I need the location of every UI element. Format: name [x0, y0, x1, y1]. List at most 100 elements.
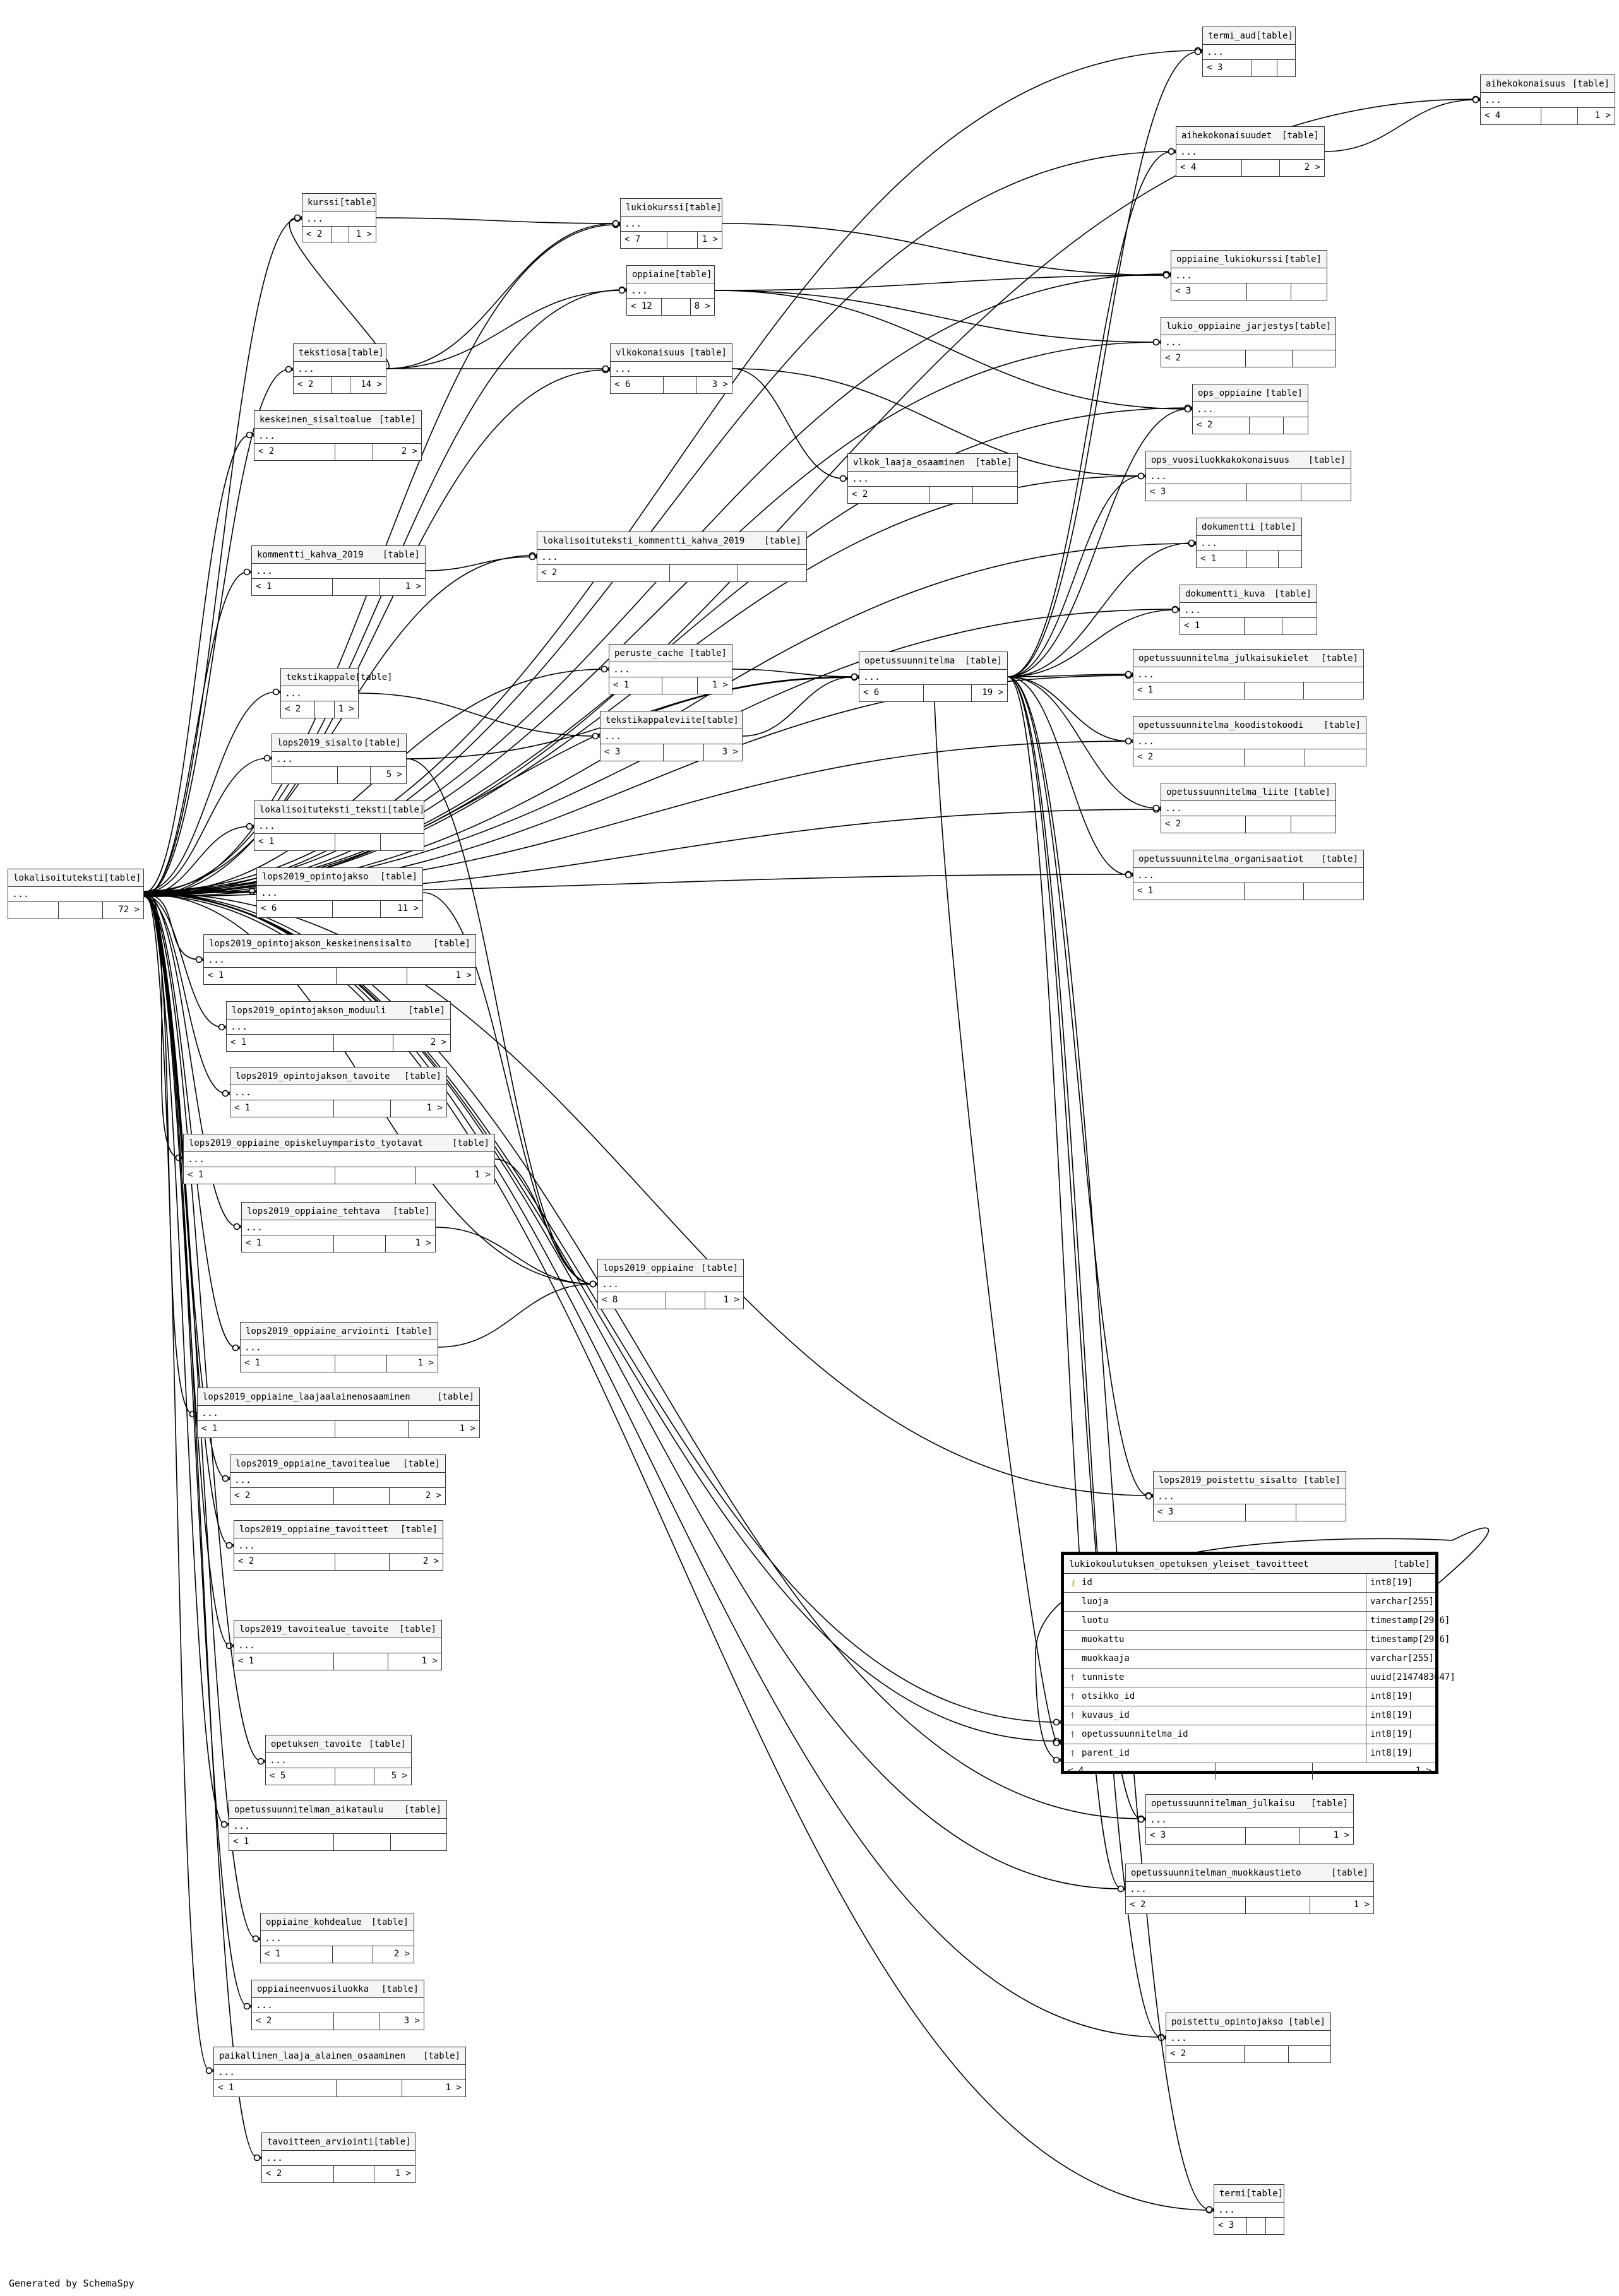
table-name[interactable]: oppiaine_kohdealue [266, 1917, 362, 1927]
children-count[interactable]: 1 > [723, 1295, 739, 1305]
children-count[interactable]: 2 > [1304, 162, 1320, 172]
table-dokumentti[interactable]: dokumentti[table]...< 1 [1196, 518, 1302, 568]
children-count[interactable]: 1 > [474, 1170, 491, 1180]
table-opetussuunnitelma-julkaisukielet[interactable]: opetussuunnitelma_julkaisukielet[table].… [1133, 649, 1364, 699]
table-lops2019-opintojakson-moduuli[interactable]: lops2019_opintojakson_moduuli[table]...<… [226, 1001, 451, 1052]
children-count[interactable]: 72 > [118, 905, 140, 915]
children-count[interactable]: 5 > [391, 1771, 407, 1781]
table-lops2019-oppiaine-arviointi[interactable]: lops2019_oppiaine_arviointi[table]...< 1… [240, 1322, 438, 1372]
table-opetussuunnitelma-koodistokoodi[interactable]: opetussuunnitelma_koodistokoodi[table]..… [1133, 716, 1366, 766]
table-name[interactable]: lukiokurssi [626, 202, 684, 213]
table-name[interactable]: ops_vuosiluokkakokonaisuus [1151, 455, 1290, 465]
table-name[interactable]: lukio_oppiaine_jarjestys [1166, 321, 1294, 331]
table-name[interactable]: tekstikappale [286, 672, 355, 682]
table-name[interactable]: kommentti_kahva_2019 [257, 549, 364, 560]
table-lops2019-poistettu-sisalto[interactable]: lops2019_poistettu_sisalto[table]...< 3 [1153, 1471, 1346, 1521]
table-paikallinen-laaja-alainen-osaaminen[interactable]: paikallinen_laaja_alainen_osaaminen[tabl… [213, 2047, 466, 2097]
parents-count[interactable]: < 5 [266, 1768, 335, 1785]
table-name[interactable]: opetussuunnitelma_organisaatiot [1138, 854, 1304, 864]
children-count[interactable]: 1 > [455, 970, 472, 980]
parents-count[interactable]: < 2 [230, 1488, 334, 1504]
table-lops2019-opintojakson-tavoite[interactable]: lops2019_opintojakson_tavoite[table]...<… [230, 1067, 447, 1117]
children-count[interactable] [973, 487, 1017, 503]
table-termi[interactable]: termi[table]...< 3 [1214, 2184, 1284, 2235]
table-lops2019-tavoitealue-tavoite[interactable]: lops2019_tavoitealue_tavoite[table]...< … [234, 1620, 442, 1670]
children-count[interactable]: 2 > [430, 1037, 446, 1047]
table-name[interactable]: lukiokoulutuksen_opetuksen_yleiset_tavoi… [1069, 1559, 1309, 1569]
children-count[interactable]: 1 > [459, 1424, 475, 1434]
table-name[interactable]: oppiaine [632, 269, 675, 280]
table-opetussuunnitelma-liite[interactable]: opetussuunnitelma_liite[table]...< 2 [1161, 783, 1336, 833]
children-count[interactable] [1277, 60, 1295, 76]
parents-count[interactable]: < 3 [1146, 1828, 1246, 1844]
children-count[interactable]: 3 > [403, 2016, 420, 2026]
children-count[interactable]: 5 > [386, 770, 402, 780]
children-count[interactable]: 14 > [361, 379, 382, 390]
parents-count[interactable]: < 1 [229, 1834, 334, 1850]
parents-count[interactable]: < 1 [184, 1167, 335, 1184]
parents-count[interactable]: < 3 [1214, 2218, 1247, 2234]
parents-count[interactable]: < 3 [1203, 60, 1252, 76]
table-name[interactable]: termi_aud [1208, 30, 1256, 41]
children-count[interactable] [1279, 551, 1301, 568]
table-opetussuunnitelman-muokkaustieto[interactable]: opetussuunnitelman_muokkaustieto[table].… [1125, 1864, 1374, 1914]
parents-count[interactable]: < 4 [1064, 1763, 1216, 1780]
table-lokalisoituteksti[interactable]: lokalisoituteksti[table]...72 > [8, 869, 144, 919]
table-name[interactable]: kurssi [308, 197, 340, 208]
children-count[interactable] [1304, 883, 1363, 900]
parents-count[interactable]: < 2 [294, 377, 332, 393]
table-ops-oppiaine[interactable]: ops_oppiaine[table]...< 2 [1192, 384, 1308, 434]
table-opetussuunnitelma-organisaatiot[interactable]: opetussuunnitelma_organisaatiot[table]..… [1133, 850, 1364, 900]
parents-count[interactable]: < 6 [257, 901, 333, 917]
parents-count[interactable]: < 6 [611, 377, 664, 393]
parents-count[interactable]: < 8 [598, 1292, 666, 1309]
table-name[interactable]: lops2019_oppiaine_opiskeluymparisto_tyot… [189, 1138, 423, 1148]
parents-count[interactable] [272, 767, 338, 783]
children-count[interactable]: 1 > [405, 581, 421, 592]
table-opetussuunnitelman-aikataulu[interactable]: opetussuunnitelman_aikataulu[table]...< … [229, 1800, 447, 1851]
parents-count[interactable]: < 1 [242, 1235, 334, 1252]
table-name[interactable]: termi [1219, 2188, 1246, 2199]
parents-count[interactable]: < 3 [1171, 283, 1247, 300]
table-lops2019-oppiaine-tavoitteet[interactable]: lops2019_oppiaine_tavoitteet[table]...< … [234, 1520, 443, 1571]
table-lokalisoituteksti-teksti[interactable]: lokalisoituteksti_teksti[table]...< 1 [254, 800, 424, 851]
children-count[interactable] [1305, 749, 1366, 766]
parents-count[interactable]: < 2 [1161, 350, 1246, 367]
table-name[interactable]: opetussuunnitelma [864, 655, 955, 666]
parents-count[interactable]: < 1 [214, 2080, 337, 2097]
table-termi-aud[interactable]: termi_aud[table]...< 3 [1202, 27, 1296, 77]
table-name[interactable]: opetussuunnitelman_aikataulu [234, 1804, 384, 1815]
children-count[interactable]: 1 > [1353, 1900, 1370, 1910]
parents-count[interactable]: < 2 [1161, 816, 1246, 833]
parents-count[interactable]: < 6 [859, 685, 924, 701]
parents-count[interactable]: < 2 [1133, 749, 1245, 766]
parents-count[interactable]: < 2 [537, 565, 670, 581]
table-name[interactable]: aihekokonaisuudet [1181, 130, 1272, 141]
table-name[interactable]: lops2019_oppiaine_tavoitteet [239, 1524, 389, 1535]
table-name[interactable]: oppiaineenvuosiluokka [257, 1984, 369, 1994]
children-count[interactable]: 1 > [1415, 1766, 1431, 1776]
parents-count[interactable]: < 1 [204, 968, 337, 984]
children-count[interactable] [1266, 2218, 1284, 2234]
parents-count[interactable]: < 3 [1154, 1504, 1246, 1521]
table-name[interactable]: ops_oppiaine [1198, 388, 1262, 398]
children-count[interactable]: 1 > [1594, 110, 1611, 121]
parents-count[interactable]: < 1 [254, 834, 335, 850]
parents-count[interactable]: < 2 [252, 2013, 334, 2030]
